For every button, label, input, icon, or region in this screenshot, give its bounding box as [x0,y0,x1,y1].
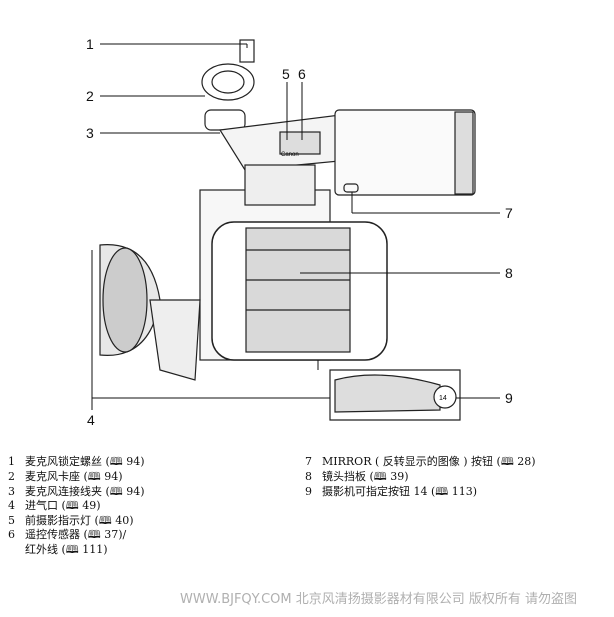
legend-item: 1 麦克风锁定螺丝 (🕮 94) [8,455,145,469]
legend-item: 8 镜头挡板 (🕮 39) [305,470,409,484]
legend-item: 3 麦克风连接线夹 (🕮 94) [8,485,145,499]
legend-num: 6 [8,528,15,541]
legend-text: 镜头挡板 (🕮 39) [322,470,409,483]
legend-text: 摄影机可指定按钮 14 (🕮 113) [322,485,478,498]
assignable-button-14 [433,385,457,409]
callout-numbers: 1 2 3 4 5 6 7 8 9 [86,36,513,428]
callout-6: 6 [298,66,306,82]
legend-item: 9 摄影机可指定按钮 14 (🕮 113) [305,485,477,499]
callout-9: 9 [505,390,513,406]
legend-text: 遥控传感器 (🕮 37)/ [25,528,127,541]
legend-num: 5 [8,514,15,527]
legend-item: 5 前摄影指示灯 (🕮 40) [8,514,134,528]
legend-text: MIRROR ( 反转显示的图像 ) 按钮 (🕮 28) [322,455,536,468]
callout-5: 5 [282,66,290,82]
legend-text: 前摄影指示灯 (🕮 40) [25,514,134,527]
callout-8: 8 [505,265,513,281]
legend-text: 麦克风卡座 (🕮 94) [25,470,123,483]
legend-item: 7 MIRROR ( 反转显示的图像 ) 按钮 (🕮 28) [305,455,536,469]
legend-text: 进气口 (🕮 49) [25,499,101,512]
callout-7: 7 [505,205,513,221]
legend-num: 9 [305,485,312,498]
brand-label: Canon [281,152,299,158]
legend-num: 3 [8,485,15,498]
legend-num: 1 [8,455,15,468]
legend-text: 麦克风连接线夹 (🕮 94) [25,485,145,498]
button-label: 14 [439,395,447,402]
mic-lock-screw [239,39,255,63]
legend-num: 7 [305,455,312,468]
callout-2: 2 [86,88,94,104]
legend-item: 4 进气口 (🕮 49) [8,499,101,513]
camera-diagram: Canon 14 1 2 3 4 5 6 7 8 9 [86,36,513,428]
leader-lines [91,43,500,410]
mic-cable-clamp [204,109,246,131]
legend-num: 8 [305,470,312,483]
legend-item: 6 遥控传感器 (🕮 37)/ [8,528,126,542]
mirror-button [343,183,359,193]
callout-3: 3 [86,125,94,141]
legend-text: 红外线 (🕮 111) [25,543,108,556]
mic-holder [201,63,255,101]
legend-item: 红外线 (🕮 111) [8,543,108,557]
callout-1: 1 [86,36,94,52]
legend-text: 麦克风锁定螺丝 (🕮 94) [25,455,145,468]
legend-item: 2 麦克风卡座 (🕮 94) [8,470,123,484]
watermark: WWW.BJFQY.COM 北京风清扬摄影器材有限公司 版权所有 请勿盗图 [180,592,578,607]
legend-num: 4 [8,499,15,512]
callout-4: 4 [87,412,95,428]
legend-num: 2 [8,470,15,483]
lcd-panel [334,109,476,196]
